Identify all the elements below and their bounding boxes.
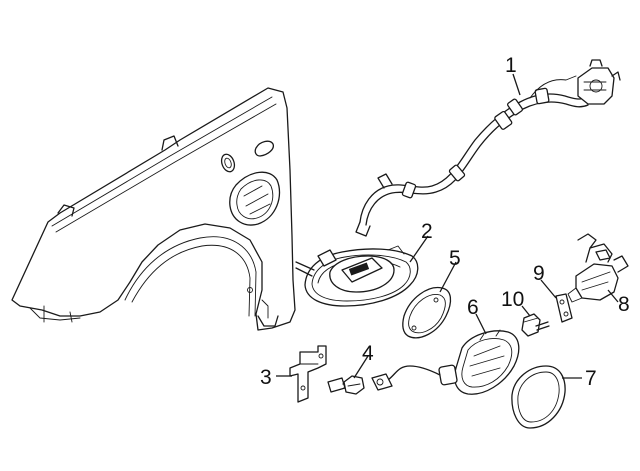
callout-leaders	[276, 73, 619, 379]
bracket	[289, 345, 327, 403]
charging-harness	[355, 59, 621, 237]
callout-7: 7	[585, 367, 597, 390]
callout-numbers: 1 2 3 4 5 6 7 8 9 10	[260, 54, 630, 390]
callout-8: 8	[618, 293, 630, 316]
lock-actuator	[567, 233, 629, 303]
gasket-plate	[555, 293, 573, 323]
callout-5: 5	[449, 247, 461, 270]
fender	[11, 87, 296, 331]
door-housing	[371, 329, 520, 395]
charge-door	[511, 365, 566, 429]
callout-1: 1	[505, 54, 517, 77]
callout-2: 2	[421, 220, 433, 243]
charge-cord-tray	[295, 245, 419, 307]
screw	[521, 313, 550, 337]
callout-4: 4	[362, 342, 374, 365]
callout-10: 10	[501, 288, 524, 311]
bolt	[327, 375, 365, 395]
callout-6: 6	[467, 296, 479, 319]
gasket-bracket	[402, 286, 452, 339]
callout-9: 9	[533, 262, 545, 285]
callout-3: 3	[260, 366, 272, 389]
